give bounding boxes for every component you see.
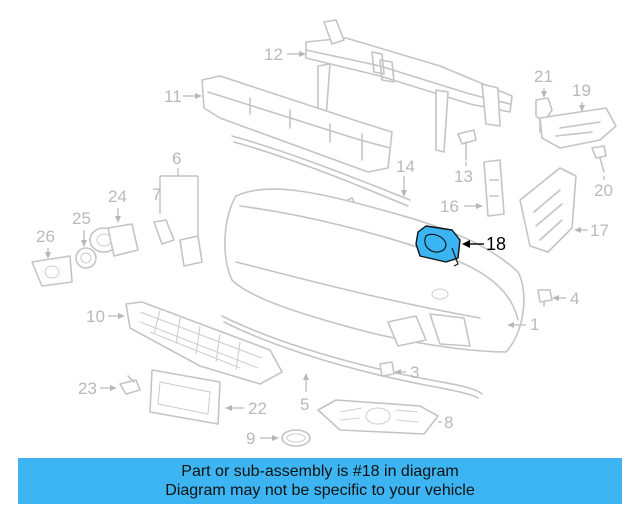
callout-3: 3 <box>394 363 419 382</box>
callout-9: 9 <box>246 429 279 448</box>
part-24-sensor <box>89 223 139 257</box>
callout-1: 1 <box>507 315 539 334</box>
callout-24: 24 <box>108 187 127 223</box>
svg-text:16: 16 <box>440 197 459 216</box>
svg-text:22: 22 <box>248 399 267 418</box>
callout-16: 16 <box>440 197 483 216</box>
part-10-lower-grille <box>125 301 283 385</box>
part-18-shape[interactable] <box>415 225 461 263</box>
part-26-sensor-bracket <box>31 255 73 287</box>
svg-text:14: 14 <box>396 157 415 176</box>
callout-20: 20 <box>594 176 613 200</box>
callout-11: 11 <box>164 87 202 106</box>
part-22-plate-bracket <box>149 369 221 425</box>
part-14-trim-strip <box>231 135 411 207</box>
callout-19: 19 <box>572 81 591 112</box>
parts-diagram: 12 11 14 13 21 <box>31 19 617 448</box>
svg-text:4: 4 <box>570 289 579 308</box>
svg-text:8: 8 <box>444 413 453 432</box>
part-8-fog-bezel <box>317 399 439 435</box>
svg-text:25: 25 <box>72 209 91 228</box>
part-18-highlighted-bracket[interactable] <box>415 225 461 267</box>
callout-7: 7 <box>152 185 161 204</box>
part-4-screw <box>537 289 553 307</box>
svg-text:18: 18 <box>486 234 506 254</box>
svg-text:7: 7 <box>152 185 161 204</box>
part-1-bumper-cover <box>224 188 525 353</box>
part-11-energy-absorber <box>201 75 393 173</box>
callout-10: 10 <box>86 307 125 326</box>
svg-text:23: 23 <box>78 379 97 398</box>
part-16-bracket <box>483 159 505 217</box>
part-12-reinforcement-bar <box>305 19 513 153</box>
callout-14: 14 <box>396 157 415 197</box>
callout-12: 12 <box>264 45 306 64</box>
callout-18: 18 <box>462 234 506 254</box>
svg-text:5: 5 <box>300 395 309 414</box>
callout-23: 23 <box>78 379 117 398</box>
svg-text:11: 11 <box>164 87 182 106</box>
svg-text:21: 21 <box>534 67 553 86</box>
callout-17: 17 <box>574 221 609 240</box>
part-25-sensor-ring <box>75 247 97 269</box>
callout-4: 4 <box>552 289 579 308</box>
svg-text:6: 6 <box>172 149 181 168</box>
callout-13: 13 <box>454 162 473 186</box>
part-7-bracket-left <box>153 219 175 245</box>
callout-5: 5 <box>300 373 309 414</box>
svg-text:13: 13 <box>454 167 473 186</box>
part-17-side-bracket <box>519 167 577 253</box>
svg-text:24: 24 <box>108 187 127 206</box>
part-9-ring <box>281 429 311 447</box>
part-6-cover <box>179 235 203 267</box>
part-20-screw <box>591 145 607 173</box>
callout-25: 25 <box>72 209 91 247</box>
svg-text:10: 10 <box>86 307 105 326</box>
svg-text:20: 20 <box>594 181 613 200</box>
svg-text:9: 9 <box>246 429 255 448</box>
svg-text:26: 26 <box>36 227 55 246</box>
svg-text:17: 17 <box>590 221 609 240</box>
part-13-bolt <box>457 129 477 161</box>
svg-text:12: 12 <box>264 45 283 64</box>
callout-21: 21 <box>534 67 553 98</box>
callout-22: 22 <box>225 399 267 418</box>
callout-6: 6 <box>159 149 199 236</box>
svg-text:1: 1 <box>530 315 539 334</box>
callout-8: 8 <box>438 413 453 432</box>
svg-text:19: 19 <box>572 81 591 100</box>
part-3-screw <box>379 361 395 377</box>
banner-line-1: Part or sub-assembly is #18 in diagram <box>181 463 459 480</box>
banner-line-2: Diagram may not be specific to your vehi… <box>165 482 475 499</box>
svg-text:3: 3 <box>410 363 419 382</box>
callout-26: 26 <box>36 227 55 259</box>
info-banner: Part or sub-assembly is #18 in diagram D… <box>18 458 622 504</box>
part-23-screw <box>119 375 141 395</box>
part-19-bracket <box>539 107 617 149</box>
